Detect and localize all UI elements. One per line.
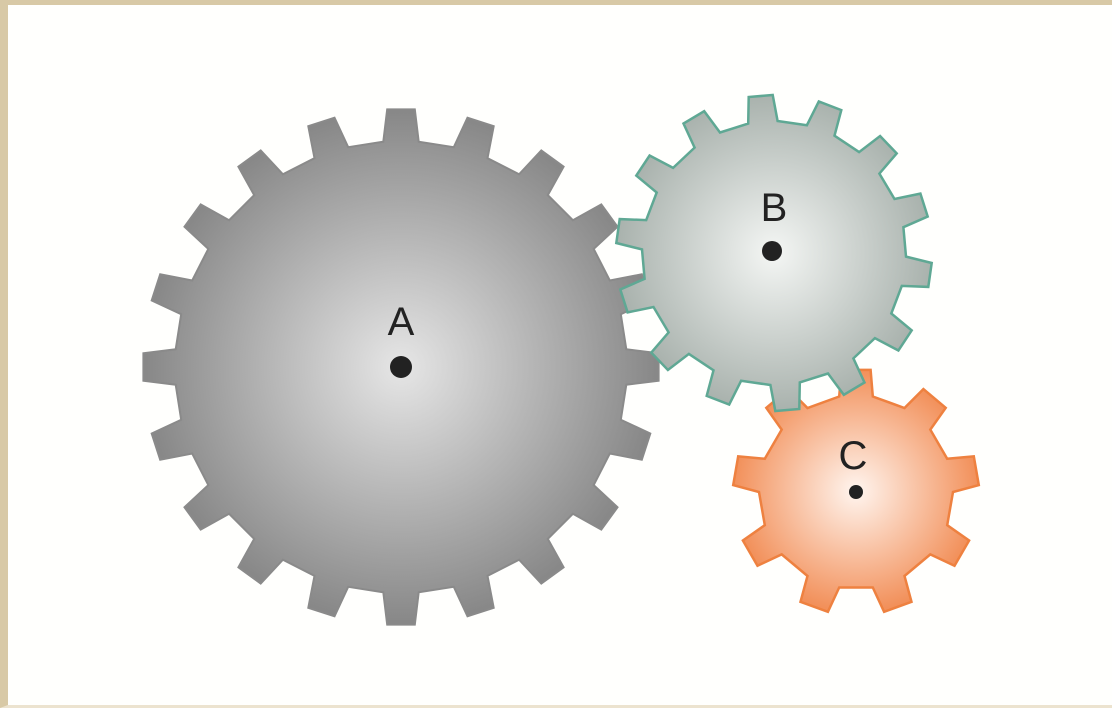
gear-a-axle-dot bbox=[390, 356, 412, 378]
gear-c-axle-dot bbox=[849, 485, 863, 499]
gear-c: C bbox=[731, 368, 981, 614]
gear-a-label: A bbox=[388, 300, 415, 344]
gear-c-label: C bbox=[839, 434, 868, 478]
gear-b-axle-dot bbox=[762, 241, 782, 261]
gear-diagram: A C B bbox=[142, 93, 981, 626]
gear-a: A bbox=[142, 108, 660, 626]
gear-b-label: B bbox=[761, 186, 788, 230]
gear-b: B bbox=[614, 93, 934, 413]
